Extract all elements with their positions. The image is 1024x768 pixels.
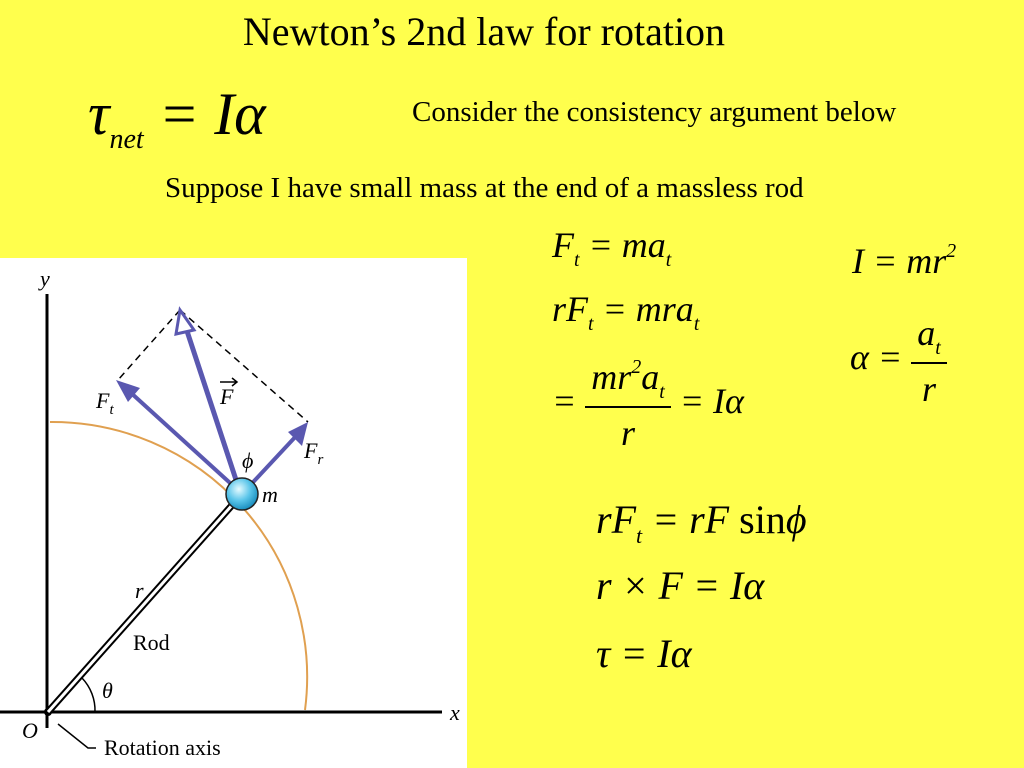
page-title: Newton’s 2nd law for rotation — [242, 9, 726, 54]
eq1-lhs-sub: t — [574, 248, 580, 271]
eq1-rhs: = ma — [588, 225, 666, 265]
y-axis-label: y — [38, 266, 50, 291]
force-label: F — [219, 384, 234, 409]
dashed-line-left — [117, 309, 181, 381]
tau-symbol: τ — [88, 81, 110, 147]
tau-subscript: net — [109, 124, 144, 155]
eq2-rhs: = mra — [602, 289, 694, 329]
eq3-prefix: = — [552, 381, 577, 422]
eq3-rhs: = Iα — [679, 381, 744, 422]
mass-ball — [225, 477, 259, 511]
tangential-force-arrow — [128, 390, 242, 494]
vector-arrow-icon — [220, 377, 239, 387]
force-arrowhead — [174, 306, 197, 336]
eq2-lhs: rF — [552, 289, 588, 329]
eq3-num-sub: t — [659, 380, 665, 403]
moment-lhs: I = mr — [852, 241, 947, 281]
eq1-lhs: F — [552, 225, 574, 265]
rod-label: Rod — [133, 630, 170, 655]
moment-of-inertia-equation: I = mr2 — [852, 240, 956, 282]
rotation-axis-label: Rotation axis — [104, 735, 221, 760]
eq4-func: sin — [739, 497, 786, 542]
eq4-lhs-sub: t — [636, 522, 643, 548]
eq3-num-tail: a — [641, 357, 660, 397]
moment-sup: 2 — [946, 240, 957, 263]
eq3-num-sup: 2 — [631, 356, 642, 379]
suppose-text: Suppose I have small mass at the end of … — [165, 172, 804, 204]
alpha-lhs: α = — [850, 337, 903, 378]
alpha-num: a — [917, 313, 936, 353]
main-equation: τnet = Iα — [88, 80, 266, 156]
equation-torque-sin: rFt = rF sinϕ — [596, 496, 807, 549]
force-arrow — [183, 327, 243, 493]
eq3-numerator: mr2at — [585, 356, 671, 408]
tangential-force-label: Ft — [95, 388, 114, 418]
equation-torque: τ = Iα — [596, 631, 692, 676]
equation-ft: Ft = mat — [552, 224, 671, 272]
eq1-rhs-sub: t — [665, 248, 672, 271]
eq4-var: ϕ — [785, 497, 807, 542]
alpha-denominator: r — [921, 368, 936, 409]
theta-arc — [81, 677, 96, 713]
alpha-numerator: at — [911, 312, 947, 364]
tangential-force-arrowhead — [116, 380, 140, 402]
radius-label: r — [135, 578, 144, 603]
eq4-rhs: = rF — [652, 497, 730, 542]
equation-cross-product: r × F = Iα — [596, 563, 765, 608]
rod-inner — [46, 493, 244, 713]
radial-force-label: Fr — [303, 438, 323, 468]
eq3-num: mr — [591, 357, 632, 397]
origin-label: O — [22, 718, 38, 743]
equation-rft: rFt = mrat — [552, 288, 699, 336]
rotation-diagram: y x O θ r Rod Rotation axis Ft F Fr ϕ — [0, 258, 467, 768]
eq2-lhs-sub: t — [588, 312, 594, 335]
radial-force-arrowhead — [288, 422, 308, 446]
phi-label: ϕ — [242, 448, 253, 473]
eq2-rhs-sub: t — [693, 312, 700, 335]
eq4-lhs: rF — [596, 497, 636, 542]
x-axis-label: x — [449, 700, 460, 725]
theta-label: θ — [102, 678, 113, 703]
consider-text: Consider the consistency argument below — [412, 96, 897, 128]
rotation-axis-pointer — [57, 723, 96, 749]
alpha-num-sub: t — [935, 336, 941, 359]
dashed-line-right — [179, 309, 309, 423]
mass-label: m — [262, 482, 278, 507]
eq3-denominator: r — [620, 412, 635, 453]
main-equation-rhs: = Iα — [158, 81, 266, 147]
